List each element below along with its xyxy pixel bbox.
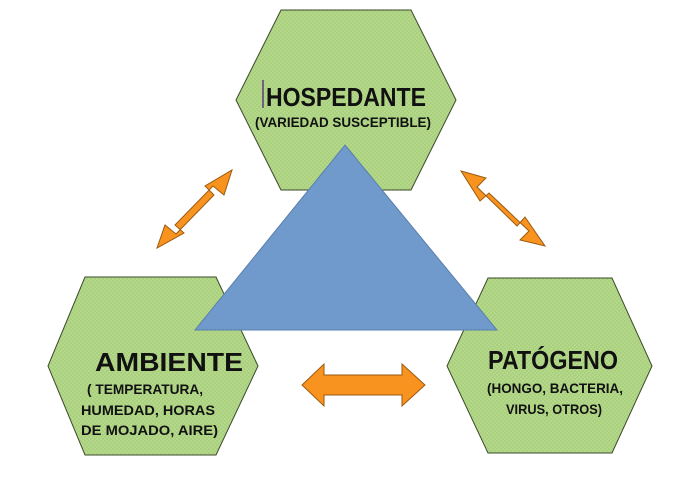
hexagon-host — [235, 9, 457, 191]
pathogen-line-2: VIRUS, OTROS) — [506, 401, 602, 417]
environment-line-1: ( TEMPERATURA, — [87, 381, 203, 397]
pathogen-title: PATÓGENO — [488, 345, 618, 375]
host-subtitle: (VARIEDAD SUSCEPTIBLE) — [255, 114, 431, 130]
environment-line-3: DE MOJADO, AIRE) — [81, 422, 218, 438]
double-arrow-host-pathogen — [459, 170, 547, 247]
hexagon-pathogen — [446, 277, 653, 454]
environment-title: AMBIENTE — [95, 347, 243, 377]
disease-triangle — [193, 144, 499, 331]
double-arrow-host-environment — [156, 168, 233, 250]
pathogen-line-1: (HONGO, BACTERIA, — [487, 380, 623, 396]
double-arrow-environment-pathogen — [301, 362, 426, 408]
environment-line-2: HUMEDAD, HORAS — [81, 402, 215, 418]
host-title: HOSPEDANTE — [266, 82, 426, 112]
